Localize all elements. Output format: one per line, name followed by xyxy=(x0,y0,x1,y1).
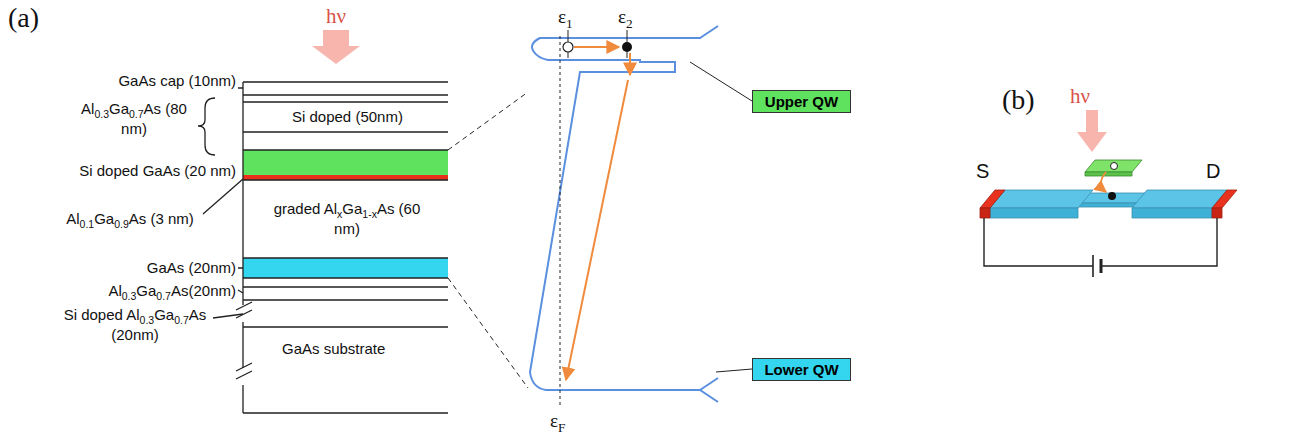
transitions xyxy=(566,47,630,380)
electron xyxy=(622,42,632,52)
energy-label: ε1 xyxy=(558,6,573,31)
gate-plate xyxy=(1085,160,1142,176)
qw-label-box: Upper QW xyxy=(752,90,851,113)
panel-label: (b) xyxy=(1002,84,1035,116)
electron-b xyxy=(1108,192,1116,200)
layer-stack xyxy=(198,82,448,413)
layer-label: Si doped Al0.3Ga0.7As (20nm) xyxy=(60,306,210,343)
layer-label: GaAs cap (10nm) xyxy=(118,72,236,89)
layer-boundaries xyxy=(243,82,448,413)
panel-label: (a) xyxy=(8,2,39,34)
terminal-label: D xyxy=(1206,160,1220,183)
band-diagram xyxy=(530,26,718,402)
barrier-layer xyxy=(243,175,448,180)
qw-label-box: Lower QW xyxy=(752,358,851,381)
hole-b xyxy=(1111,163,1118,170)
layer-label: Si doped GaAs (20 nm) xyxy=(79,162,236,179)
break-marks xyxy=(236,302,252,379)
layer-label: GaAs substrate xyxy=(282,340,385,357)
fermi-level xyxy=(560,36,561,408)
hole xyxy=(563,42,573,52)
well-bottom xyxy=(548,59,640,61)
upper-qw-layer xyxy=(243,150,448,175)
light-arrow-b xyxy=(1077,110,1107,152)
device xyxy=(980,190,1237,218)
layer-label: Si doped (50nm) xyxy=(292,108,403,125)
circuit xyxy=(984,218,1217,277)
node-text: Lower QW xyxy=(763,361,840,378)
bracket xyxy=(198,98,215,155)
energy-label: εF xyxy=(550,410,565,435)
layer-label: Al0.3Ga0.7As (80 nm) xyxy=(70,100,198,137)
layer-label: Al0.3Ga0.7As(20nm) xyxy=(108,282,236,302)
light-arrow xyxy=(312,30,360,64)
terminal-label: S xyxy=(976,160,989,183)
transfer-arrow xyxy=(1101,172,1106,192)
energy-label: ε2 xyxy=(618,6,633,31)
photon-label: hν xyxy=(1070,84,1090,108)
zoom-lines xyxy=(448,92,528,388)
qw-leaders xyxy=(690,62,752,372)
layer-label: graded AlxGa1-xAs (60 nm) xyxy=(272,200,422,237)
photon-label: hν xyxy=(326,4,346,28)
conduction-band xyxy=(530,26,718,402)
band-edge xyxy=(700,378,718,390)
lower-qw-layer xyxy=(243,258,448,278)
layer-label: GaAs (20nm) xyxy=(147,259,236,276)
layer-label: Al0.1Ga0.9As (3 nm) xyxy=(60,210,200,230)
node-text: Upper QW xyxy=(763,93,840,110)
